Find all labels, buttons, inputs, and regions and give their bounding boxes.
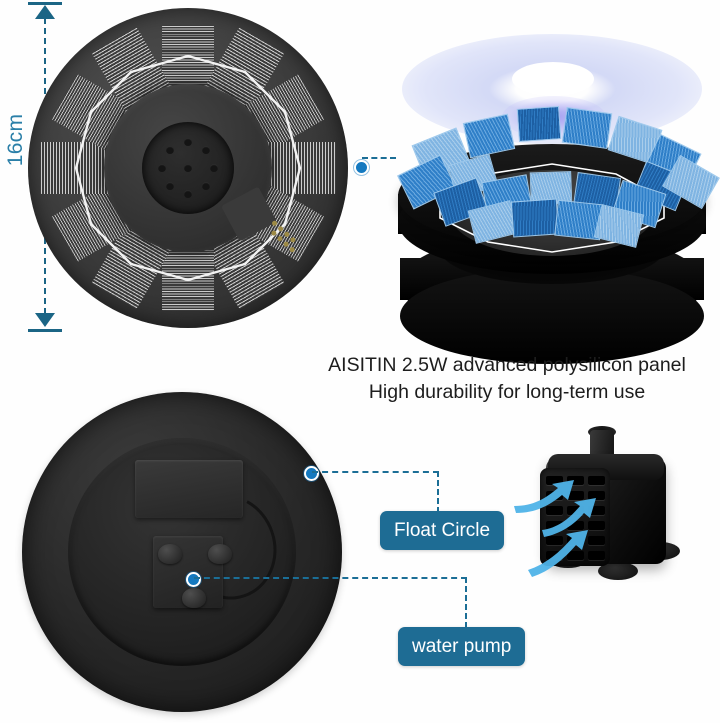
callout-dot-icon bbox=[303, 465, 319, 481]
nozzle-hole bbox=[165, 182, 174, 191]
grille-slot bbox=[588, 476, 605, 485]
suction-cup bbox=[158, 544, 182, 564]
float-circle-outline bbox=[74, 54, 302, 282]
polysilicon-cell-flake bbox=[561, 106, 613, 150]
nozzle-plate bbox=[142, 122, 234, 214]
grille-slot bbox=[588, 506, 605, 515]
water-flow-arrow-icon bbox=[514, 480, 596, 577]
exploded-panel-view bbox=[392, 18, 720, 364]
float-circle-badge[interactable]: Float Circle bbox=[380, 511, 505, 550]
dimension-tick-bottom bbox=[28, 329, 62, 332]
nozzle-hole bbox=[202, 182, 211, 191]
arrow-down-icon bbox=[35, 313, 55, 327]
polysilicon-cell-flake bbox=[516, 106, 562, 142]
grille-slot bbox=[588, 551, 605, 560]
suction-cup bbox=[182, 588, 206, 608]
connector-dash-line bbox=[362, 157, 396, 159]
grille-slot bbox=[546, 476, 563, 485]
caption-line-2: High durability for long-term use bbox=[368, 381, 646, 403]
callout-dot-icon bbox=[353, 159, 369, 175]
grille-slot bbox=[588, 521, 605, 530]
suction-cup bbox=[208, 544, 232, 564]
nozzle-hole bbox=[184, 138, 192, 146]
battery-box bbox=[135, 460, 243, 518]
grille-slot bbox=[567, 521, 584, 530]
callout-dot-icon bbox=[185, 571, 201, 587]
dimension-tick-top bbox=[28, 2, 62, 5]
float-circle-dash-vertical bbox=[437, 471, 439, 513]
water-pump-dash-horizontal bbox=[194, 577, 467, 579]
polysilicon-cell-flake bbox=[510, 198, 560, 238]
water-pump-photo bbox=[512, 424, 708, 614]
caption-block: AISITIN 2.5W advanced polysilicon panel … bbox=[300, 352, 714, 406]
grille-slot bbox=[567, 476, 584, 485]
float-lower-cap bbox=[400, 268, 704, 364]
grille-slot bbox=[567, 551, 584, 560]
dimension-label: 16cm bbox=[4, 113, 27, 167]
grille-slot bbox=[567, 506, 584, 515]
nozzle-hole bbox=[165, 145, 174, 154]
solar-panel-bottom-view bbox=[22, 392, 342, 712]
halo-center-hole bbox=[512, 62, 594, 96]
pump-foot bbox=[598, 562, 638, 580]
nozzle-hole bbox=[184, 190, 192, 198]
grille-slot bbox=[546, 536, 563, 545]
float-circle-dash-horizontal bbox=[312, 471, 439, 473]
grille-slot bbox=[588, 536, 605, 545]
grille-slot bbox=[567, 491, 584, 500]
nozzle-hole bbox=[158, 164, 166, 172]
water-pump-badge[interactable]: water pump bbox=[398, 627, 526, 666]
nozzle-hole bbox=[210, 164, 218, 172]
grille-slot bbox=[588, 491, 605, 500]
nozzle-hole bbox=[202, 145, 211, 154]
arrow-up-icon bbox=[35, 5, 55, 19]
caption-line-1: AISITIN 2.5W advanced polysilicon panel bbox=[328, 354, 686, 376]
grille-slot bbox=[546, 506, 563, 515]
solar-panel-top-view bbox=[28, 8, 369, 328]
water-pump-dash-vertical bbox=[465, 577, 467, 628]
nozzle-hole bbox=[184, 164, 192, 172]
grille-slot bbox=[546, 521, 563, 530]
